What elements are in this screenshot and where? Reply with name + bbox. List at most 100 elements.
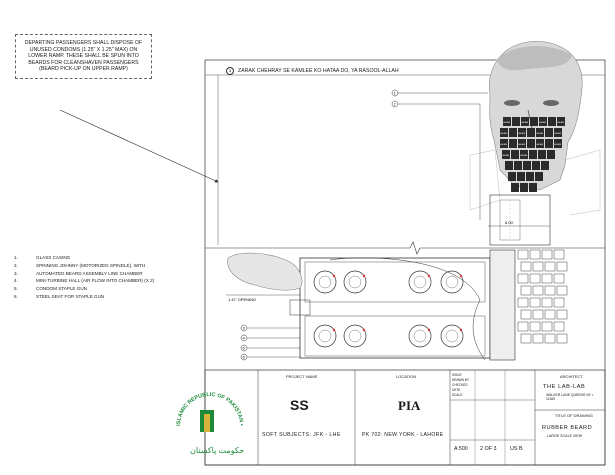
beard-block: [517, 172, 525, 181]
beard-block: [508, 172, 516, 181]
beard-block: [535, 172, 543, 181]
beard-block: [511, 183, 519, 192]
sheet-number: A 500: [454, 446, 468, 452]
beard-tag: eees: [555, 142, 562, 146]
turbine: [343, 324, 367, 348]
revision-label: SCALE: [452, 393, 463, 397]
beard-block: [541, 161, 549, 170]
seat: [541, 297, 553, 308]
beard-block: [523, 161, 531, 170]
beard-block: [557, 117, 565, 126]
pakistan-emblem: ISLAMIC REPUBLIC OF PAKISTAN • ADMISSION…: [168, 374, 250, 463]
drawing-subtitle: LARGE SCALE VIEW: [547, 434, 583, 438]
seat: [556, 333, 568, 344]
seat: [529, 249, 541, 260]
callout-3: 3: [243, 326, 246, 331]
beard-block: [536, 139, 544, 148]
beard-block: [529, 150, 537, 159]
beard-tag: eees: [519, 142, 526, 146]
beard-block: [500, 139, 508, 148]
seat: [532, 285, 544, 296]
beard-block: [511, 150, 519, 159]
turbine: [313, 270, 337, 294]
beard-block: [530, 117, 538, 126]
architect-name: THE LAB-LAB: [543, 384, 586, 390]
seat: [532, 261, 544, 272]
emblem-urdu: حکومت پاکستان: [190, 446, 244, 455]
glass-casing: [489, 194, 551, 246]
seat: [529, 273, 541, 284]
legend-item: 6.STEEL SEAT FOR STAPLE GUN: [14, 293, 105, 299]
seat: [556, 309, 568, 320]
location-text: PK 702: NEW YORK - LAHORE: [362, 432, 444, 438]
beard-block: [509, 139, 517, 148]
revision-label: ISSUE: [452, 373, 462, 377]
turbine: [343, 270, 367, 294]
seat: [544, 309, 556, 320]
beard-block: [521, 117, 529, 126]
beard-tag: eees: [503, 153, 510, 157]
turbine: [440, 324, 464, 348]
legend-item: 3.AUTOMATED BEARD ASSEMBLY LINE CHAMBER: [14, 270, 143, 276]
note-leader: [59, 109, 219, 183]
beard-tag: eees: [558, 120, 565, 124]
project-name-label: PROJECT NAME: [286, 374, 318, 379]
beard-tag: eees: [537, 131, 544, 135]
turbine: [313, 324, 337, 348]
beard-block: [538, 150, 546, 159]
hand-sketch: [227, 252, 303, 291]
sheet-count: 2 of 3: [480, 446, 497, 452]
seat: [541, 249, 553, 260]
revision-label: CHECKED: [452, 383, 468, 387]
passenger-note: DEPARTING PASSENGERS SHALL DISPOSE OF UN…: [15, 34, 152, 79]
beard-tag: eees: [519, 131, 526, 135]
beard-tag: eees: [522, 120, 529, 124]
callout-4: 4: [243, 336, 246, 341]
beard-tag: eees: [521, 153, 528, 157]
title-line-text: ZARAK CHEHRAY SE KAMLEE KO HATAA DO, YA …: [238, 68, 399, 74]
callout-1: 1: [394, 91, 397, 96]
drawing-title-label: TITLE OF DRAWING: [555, 413, 593, 418]
seat: [553, 297, 565, 308]
seat: [544, 333, 556, 344]
beard-block: [545, 128, 553, 137]
revision-label: DATE: [452, 388, 461, 392]
callout-2: 2: [394, 102, 397, 107]
beard-tag: eees: [504, 120, 511, 124]
legend-item: 2.SPINNING JOHNNY (MOTORIZED SPINDLE), W…: [14, 262, 146, 268]
beard-tag: eees: [555, 131, 562, 135]
beard-block: [532, 161, 540, 170]
seat: [517, 321, 529, 332]
seat: [520, 309, 532, 320]
turbine: [408, 270, 432, 294]
revision-label: DRAWN BY: [452, 378, 470, 382]
sheet-scale: US B: [510, 446, 523, 452]
rubber-beard: eees eees eees eees eees eees eees eees eees eees…: [500, 117, 565, 192]
beard-assembly-plan: [289, 249, 516, 361]
seat: [556, 285, 568, 296]
seat: [556, 261, 568, 272]
seat: [541, 273, 553, 284]
beard-block: [526, 172, 534, 181]
beard-block: [547, 150, 555, 159]
beard-block: [536, 128, 544, 137]
seat: [544, 261, 556, 272]
beard-block: [518, 128, 526, 137]
beard-block: [539, 117, 547, 126]
beard-block: [529, 183, 537, 192]
seat: [520, 285, 532, 296]
dim-height: 6.00': [505, 220, 514, 225]
seat: [553, 321, 565, 332]
dim-opening: 1.47' OPENING: [228, 297, 256, 302]
project-code: SS: [290, 397, 309, 413]
callout-5: 5: [243, 346, 246, 351]
location-label: LOCATION: [396, 374, 417, 379]
beard-block: [500, 128, 508, 137]
beard-block: [502, 150, 510, 159]
callout-6: 6: [243, 355, 246, 360]
beard-block: [509, 128, 517, 137]
